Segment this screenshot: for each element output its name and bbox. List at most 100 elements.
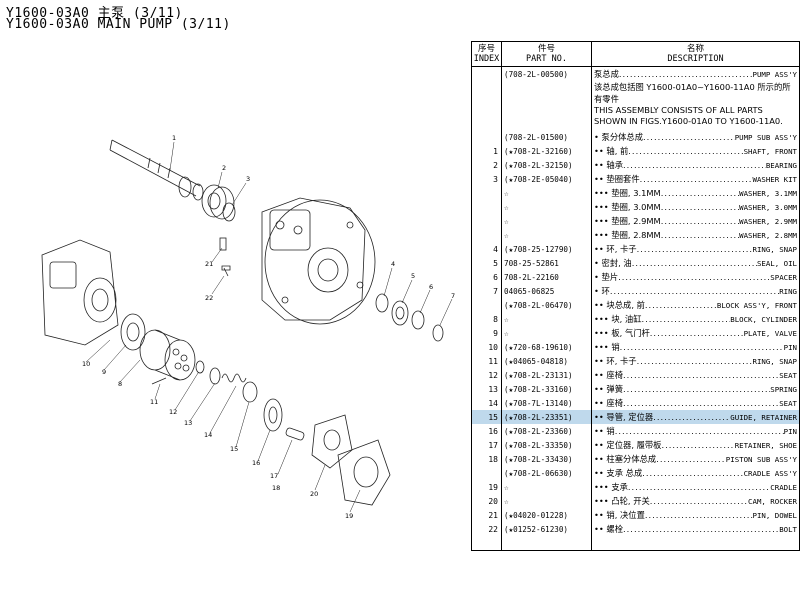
row-index: 14	[471, 396, 502, 410]
shaft-front-drawing	[109, 139, 204, 201]
row-index: 6	[471, 270, 502, 284]
row-part-no: 708-2L-22160	[501, 270, 592, 284]
cradle-drawing	[337, 439, 391, 506]
row-part-no: (★708-2L-33430)	[501, 452, 592, 466]
row-desc-cn: •• 座椅	[594, 398, 624, 408]
table-row: ☆••• 垫圈, 3.1MMWASHER, 3.1MM	[471, 186, 800, 200]
row-index: 5	[471, 256, 502, 270]
piston-drawing	[285, 427, 305, 441]
table-row: 16(★708-2L-23360)•• 销PIN	[471, 424, 800, 438]
row-desc-en: PUMP SUB ASS'Y	[734, 133, 797, 142]
bearing-drawing	[201, 184, 235, 220]
table-row: 22(★01252-61230)•• 螺栓BOLT	[471, 522, 800, 536]
ring-7-drawing	[432, 324, 444, 342]
row-desc-en: SEAT	[779, 371, 797, 380]
callout-2: 2	[222, 164, 226, 172]
row-description: ••• 垫圈, 2.9MMWASHER, 2.9MM	[591, 214, 800, 228]
row-index: 2	[471, 158, 502, 172]
row-description: •• 支承 总成CRADLE ASS'Y	[591, 466, 800, 480]
callout-19: 19	[345, 512, 353, 520]
cylinder-block-drawing	[139, 329, 196, 381]
row-index: 13	[471, 382, 502, 396]
row-desc-en: WASHER KIT	[752, 175, 798, 184]
table-row: (★708-2L-06630)•• 支承 总成CRADLE ASS'Y	[471, 466, 800, 480]
row-desc-en: WASHER, 3.0MM	[739, 203, 797, 212]
exploded-parts-diagram: 1 2 3 4 5 6 7 8 9 10 11 12 13 14 15 16 1…	[41, 134, 455, 520]
callout-15: 15	[230, 445, 238, 453]
snap-ring-drawing	[195, 360, 205, 374]
row-part-no: ☆	[501, 326, 592, 340]
callout-11: 11	[150, 398, 158, 406]
table-row: ☆••• 垫圈, 3.0MMWASHER, 3.0MM	[471, 200, 800, 214]
row-index: 16	[471, 424, 502, 438]
table-row: 10(★720-68-19610)••• 销PIN	[471, 340, 800, 354]
callout-18: 18	[272, 484, 280, 492]
row-desc-cn: •• 销	[594, 426, 615, 436]
row-description: • 环RING	[591, 284, 800, 298]
row-index	[471, 200, 502, 214]
row-desc-cn: •• 座椅	[594, 370, 624, 380]
assembly-note-cn: 该总成包括图 Y1600-01A0~Y1600-11A0 所示的所有零件	[594, 82, 791, 104]
row-part-no: (★708-2L-23131)	[501, 368, 592, 382]
row-desc-cn: ••• 垫圈, 2.8MM	[594, 230, 661, 240]
row-part-no: ☆	[501, 186, 592, 200]
row-index: 15	[471, 410, 502, 424]
row-desc-en: CRADLE ASS'Y	[743, 469, 797, 478]
row-desc-cn: •• 销, 决位置	[594, 510, 645, 520]
row-desc-en: RING, SNAP	[752, 245, 798, 254]
table-row: 1(★708-2L-32160)•• 轴, 前SHAFT, FRONT	[471, 144, 800, 158]
table-row: 8☆••• 块, 油缸BLOCK, CYLINDER	[471, 312, 800, 326]
table-row: 3(★708-2E-05040)•• 垫圈套件WASHER KIT	[471, 172, 800, 186]
row-desc-cn: • 环	[594, 286, 610, 296]
dowel-pin-drawing	[219, 237, 227, 251]
callout-17: 17	[270, 472, 278, 480]
row-description: •• 定位器, 履带板RETAINER, SHOE	[591, 438, 800, 452]
row-description: • 密封, 油SEAL, OIL	[591, 256, 800, 270]
callout-10: 10	[82, 360, 90, 368]
row-description: •• 螺栓BOLT	[591, 522, 800, 536]
row-desc-cn: ••• 销	[594, 342, 620, 352]
row-description: ••• 销PIN	[591, 340, 800, 354]
row-part-no: ☆	[501, 480, 592, 494]
row-part-no: ☆	[501, 494, 592, 508]
row-desc-cn: ••• 凸轮, 开关	[594, 496, 650, 506]
row-index: 21	[471, 508, 502, 522]
table-row: (708-2L-01500)• 泵分体总成PUMP SUB ASS'Y	[471, 130, 800, 144]
row-description: •• 轴承BEARING	[591, 158, 800, 172]
callout-16: 16	[252, 459, 260, 467]
row-desc-cn: •• 块总成, 前	[594, 300, 645, 310]
rear-housing-drawing	[41, 239, 119, 346]
row-description: ••• 垫圈, 3.0MM WASHER, 3.0MM	[591, 200, 800, 214]
row-index: 10	[471, 340, 502, 354]
pin-drawing	[151, 377, 167, 385]
row-desc-en: GUIDE, RETAINER	[730, 413, 797, 422]
row-index: 17	[471, 438, 502, 452]
callout-22: 22	[205, 294, 213, 302]
row-desc-en: PIN, DOWEL	[752, 511, 798, 520]
row-index: 19	[471, 480, 502, 494]
table-row: ☆••• 垫圈, 2.8MMWASHER, 2.8MM	[471, 228, 800, 242]
row-desc-cn: ••• 垫圈, 3.0MM	[594, 202, 661, 212]
callout-6: 6	[429, 283, 433, 291]
row-index	[471, 186, 502, 200]
table-row: 15(★708-2L-23351)•• 导管, 定位器GUIDE, RETAIN…	[471, 410, 800, 424]
row-description: • 泵分体总成PUMP SUB ASS'Y	[591, 130, 800, 144]
retainer-shoe-drawing	[263, 398, 283, 432]
row-desc-en: PISTON SUB ASS'Y	[725, 455, 797, 464]
row-part-no: (★708-7L-13140)	[501, 396, 592, 410]
row-index: 11	[471, 354, 502, 368]
row-index: 3	[471, 172, 502, 186]
row-description: ••• 凸轮, 开关CAM, ROCKER	[591, 494, 800, 508]
oil-seal-drawing	[391, 300, 409, 326]
row-desc-cn: • 密封, 油	[594, 258, 632, 268]
row-description: ••• 垫圈, 3.1MMWASHER, 3.1MM	[591, 186, 800, 200]
row-index: 1	[471, 144, 502, 158]
row-part-no: (★708-2L-32150)	[501, 158, 592, 172]
row-part-no: (★04065-04818)	[501, 354, 592, 368]
callout-3: 3	[246, 175, 250, 183]
row-index: 9	[471, 326, 502, 340]
